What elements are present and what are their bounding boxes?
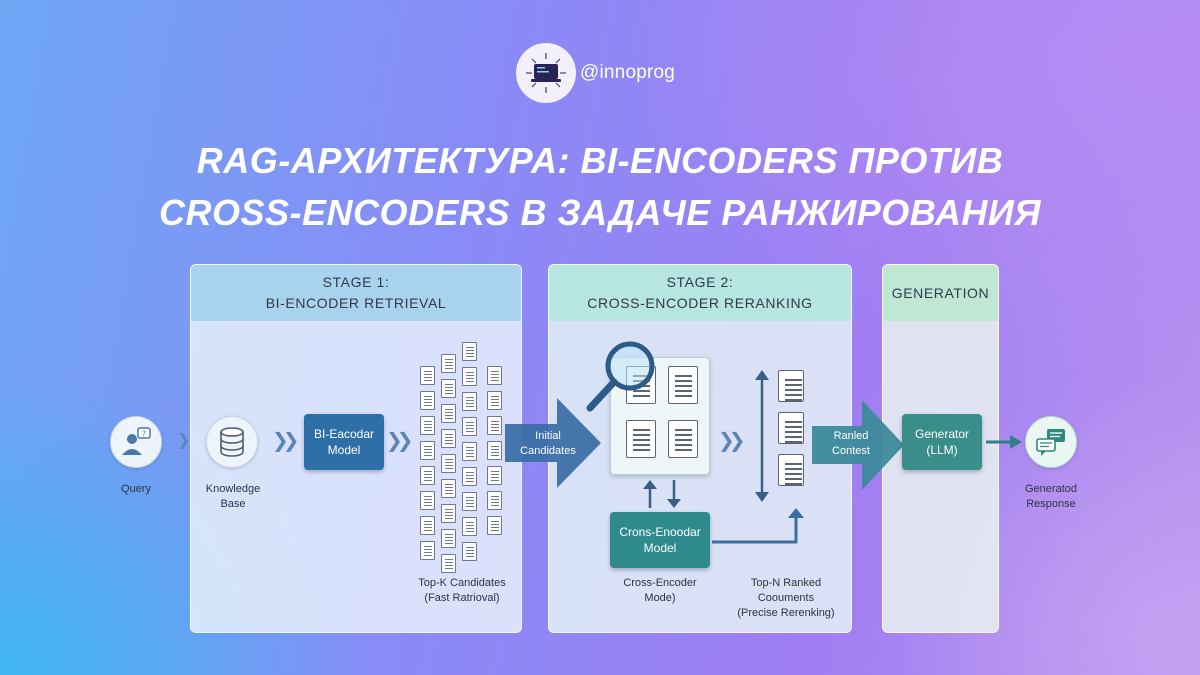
ranked-document-icon xyxy=(778,454,804,486)
document-icon xyxy=(441,404,456,423)
document-icon xyxy=(420,441,435,460)
generator-llm-box: Generator (LLM) xyxy=(902,414,982,470)
ranked-context-line-1: Ranled xyxy=(833,430,869,442)
generated-response-line-1: Generatod xyxy=(1025,483,1077,495)
document-icon xyxy=(668,366,698,404)
stage-2-title: STAGE 2: xyxy=(666,274,734,290)
document-icon xyxy=(420,366,435,385)
chat-bubbles-icon xyxy=(1025,416,1077,468)
laptop-icon xyxy=(516,43,576,103)
document-icon xyxy=(420,491,435,510)
stage-2-subtitle: CROSS-ENCODER RERANKING xyxy=(587,295,813,311)
top-n-label: Top-N Ranked Coouments (Precise Rerenkin… xyxy=(724,576,848,621)
bi-encoder-label-line-1: BI-Eacodar xyxy=(313,427,375,441)
top-n-label-line-2: Coouments xyxy=(757,592,815,604)
document-icon xyxy=(487,441,502,460)
brand-handle[interactable]: @innoprog xyxy=(580,62,676,83)
document-icon xyxy=(441,354,456,373)
document-icon xyxy=(420,516,435,535)
document-icon xyxy=(487,516,502,535)
document-icon xyxy=(487,366,502,385)
stage-1-header: STAGE 1: BI-ENCODER RETRIEVAL xyxy=(191,265,521,321)
document-icon xyxy=(462,517,477,536)
initial-candidates-line-2: Candidates xyxy=(520,445,576,457)
document-icon xyxy=(441,504,456,523)
cross-encoder-label-line-2: Model xyxy=(643,541,677,555)
knowledge-base-label-line-2: Base xyxy=(220,498,246,510)
brand: @innoprog xyxy=(516,43,675,103)
generator-label-line-2: (LLM) xyxy=(926,443,958,457)
knowledge-base-label-line-1: Knowledge xyxy=(205,483,261,495)
document-icon xyxy=(420,416,435,435)
cross-encoder-caption-line-1: Cross-Encoder xyxy=(623,577,697,589)
stage-1-title: STAGE 1: xyxy=(322,274,390,290)
double-chevron-right-icon: ❯❯ xyxy=(386,430,413,452)
document-icon xyxy=(420,541,435,560)
arrow-right-icon xyxy=(986,435,1022,449)
document-icon xyxy=(462,542,477,561)
up-down-arrows-icon xyxy=(643,480,681,508)
document-icon xyxy=(487,466,502,485)
document-icon xyxy=(441,429,456,448)
document-icon xyxy=(441,554,456,573)
stage-1-subtitle: BI-ENCODER RETRIEVAL xyxy=(265,295,447,311)
document-icon xyxy=(668,420,698,458)
document-icon xyxy=(441,479,456,498)
generator-label-line-1: Generator xyxy=(914,427,970,441)
ranked-document-icon xyxy=(778,370,804,402)
initial-candidates-label: Initial Candidates xyxy=(506,429,590,459)
initial-candidates-line-1: Initial xyxy=(535,430,561,442)
bi-encoder-label-line-2: Model xyxy=(327,443,361,457)
document-icon xyxy=(420,466,435,485)
headline-line-2: CROSS-ENCODERS В ЗАДАЧЕ РАНЖИРОВАНИЯ xyxy=(159,192,1041,233)
document-icon xyxy=(626,420,656,458)
chevron-right-icon: ❯ xyxy=(177,432,191,449)
cross-encoder-caption-line-2: Mode) xyxy=(644,592,676,604)
document-icon xyxy=(462,367,477,386)
ranked-context-label: Ranled Contest xyxy=(814,429,888,459)
ranked-document-icon xyxy=(778,412,804,444)
generated-response-line-2: Response xyxy=(1026,498,1076,510)
rerank-output-arrow xyxy=(712,508,804,544)
generated-response-label: Generatod Response xyxy=(1014,482,1088,512)
cross-encoder-model-box: Crons-Enoodar Model xyxy=(610,512,710,568)
document-icon xyxy=(462,417,477,436)
headline-line-1: RAG-АРХИТЕКТУРА: BI-ENCODERS ПРОТИВ xyxy=(196,140,1004,181)
top-k-label-line-1: Top-K Candidates xyxy=(418,577,506,589)
user-question-icon: ? xyxy=(110,416,162,468)
cross-encoder-label-line-1: Crons-Enoodar xyxy=(619,525,701,539)
document-icon xyxy=(462,442,477,461)
top-n-label-line-1: Top-N Ranked xyxy=(750,577,822,589)
document-icon xyxy=(487,416,502,435)
ranking-axis-arrow xyxy=(755,370,769,502)
svg-text:?: ? xyxy=(142,430,146,439)
ranked-context-line-2: Contest xyxy=(832,445,870,457)
document-icon xyxy=(441,379,456,398)
document-icon xyxy=(462,492,477,511)
stage-2-header: STAGE 2: CROSS-ENCODER RERANKING xyxy=(549,265,851,321)
document-icon xyxy=(462,342,477,361)
top-k-label: Top-K Candidates (Fast Ratrioval) xyxy=(400,576,524,606)
document-icon xyxy=(487,391,502,410)
bi-encoder-model-box: BI-Eacodar Model xyxy=(304,414,384,470)
ranked-context-arrow xyxy=(812,400,904,490)
query-label: Query xyxy=(121,483,151,495)
top-k-label-line-2: (Fast Ratrioval) xyxy=(424,592,500,604)
double-chevron-right-icon: ❯❯ xyxy=(718,430,745,452)
top-n-label-line-3: (Precise Rerenking) xyxy=(737,607,835,619)
document-icon xyxy=(420,391,435,410)
document-icon xyxy=(487,491,502,510)
cross-encoder-caption: Cross-Encoder Mode) xyxy=(606,576,714,606)
knowledge-base-label: Knowledge Base xyxy=(195,482,271,512)
double-chevron-right-icon: ❯❯ xyxy=(272,430,299,452)
stage-3-header: GENERATION xyxy=(883,265,998,321)
document-icon xyxy=(462,392,477,411)
document-icon xyxy=(441,454,456,473)
initial-candidates-arrow xyxy=(505,398,601,488)
database-icon xyxy=(206,416,258,468)
magnifier-icon xyxy=(586,341,655,412)
document-icon xyxy=(462,467,477,486)
stage-3-title: GENERATION xyxy=(891,284,990,301)
document-icon xyxy=(441,529,456,548)
